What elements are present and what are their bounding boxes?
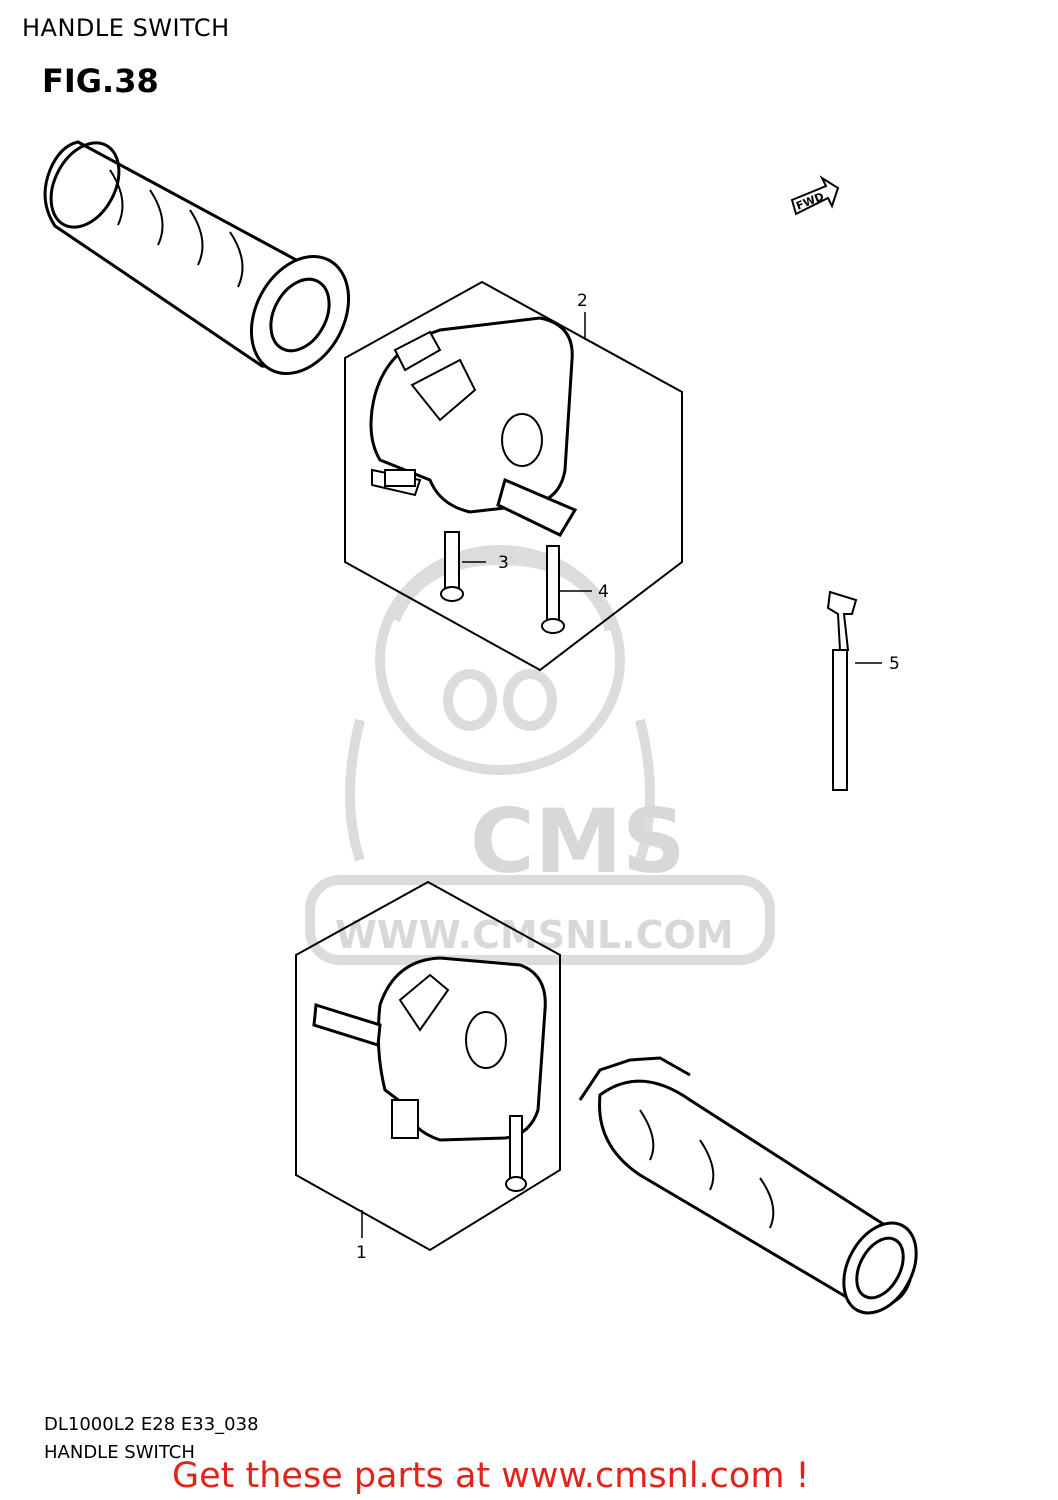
callout-3: 3 xyxy=(498,553,509,573)
callout-leader-lines xyxy=(361,312,882,1238)
left-handlebar-grip xyxy=(43,140,351,376)
watermark-url-text: WWW.CMSNL.COM xyxy=(335,913,734,957)
fwd-label: FWD xyxy=(794,190,826,213)
watermark-logo xyxy=(305,545,775,965)
callout-4: 4 xyxy=(598,582,609,602)
fwd-direction-marker: FWD xyxy=(790,175,840,216)
figure-label: FIG.38 xyxy=(42,62,159,100)
item-2-assembly-outline xyxy=(344,280,683,672)
page-title: HANDLE SWITCH xyxy=(22,14,230,42)
callout-2: 2 xyxy=(577,291,588,311)
watermark-cms-text: CMS xyxy=(470,790,686,893)
screw-item-4 xyxy=(541,545,565,634)
callout-5: 5 xyxy=(889,654,900,674)
callout-1: 1 xyxy=(356,1243,367,1263)
left-handle-switch xyxy=(369,316,578,537)
model-code: DL1000L2 E28 E33_038 xyxy=(44,1414,259,1435)
footer-title: HANDLE SWITCH xyxy=(44,1442,195,1463)
screw-item-3 xyxy=(440,531,464,602)
right-throttle-grip xyxy=(578,1056,918,1315)
cable-tie-item-5 xyxy=(826,590,858,791)
right-handle-switch xyxy=(312,956,547,1142)
screw-item-1 xyxy=(505,1115,527,1192)
promo-banner-link[interactable]: Get these parts at www.cmsnl.com ! xyxy=(172,1456,810,1496)
item-1-assembly-outline xyxy=(295,880,561,1252)
